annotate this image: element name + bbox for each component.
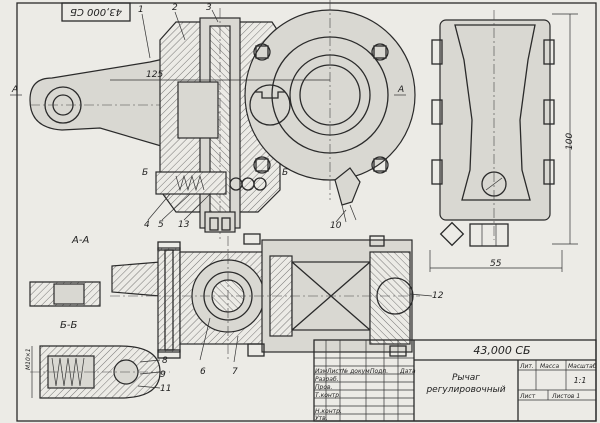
cut-label-A-right: А [397,85,404,95]
tb-col-lit: Лит. [519,363,534,370]
tb-role-norm: Н.контр. [315,408,342,415]
callout-11: 10 [330,221,342,231]
tb-name-line1: Рычаг [452,373,480,383]
cut-label-B-left: Б [142,168,148,178]
sheet-frame [16,2,597,422]
dim-m10: М10×1 [25,348,32,370]
bolt-hole [253,43,271,61]
tb-hdr-izm: Изм [315,368,328,375]
tb-role-dev: Разраб. [315,376,339,383]
dim-100: 100 [565,133,575,150]
tb-name-line2: регулировочный [425,385,505,395]
callouts-main: 1 2 3 4 5 13 10 [138,3,347,231]
tb-sheet: Лист [519,393,536,400]
lever-end-view [29,281,101,307]
tb-role-check: Пров. [315,384,333,391]
dim-55: 55 [490,259,502,269]
cut-label-B-right: Б [282,168,288,178]
callout-5: 5 [158,220,164,230]
title-block: Изм Лист № докум. Подп. Дата Разраб. Про… [313,339,597,422]
callout-4: 4 [144,220,150,230]
tb-role-tech: Т.контр. [315,392,341,399]
corner-stamp: 43,000 СБ [61,2,131,22]
tb-hdr-date: Дата [399,368,416,375]
callout-13: 13 [178,220,190,230]
callout-9: 8 [162,356,168,366]
tb-hdr-list: Лист [326,368,343,375]
callout-8: 12 [432,291,444,301]
callout-3: 3 [206,3,212,13]
dim-125: 125 [146,70,163,80]
callout-12: 11 [160,384,171,394]
side-view: 100 55 [429,10,578,272]
callout-6: 6 [200,367,206,377]
tb-role-appr: Утв. [315,415,328,422]
bolt-hole [253,156,271,174]
tb-col-scale: Масштаб [568,363,597,370]
tb-sheets: Листов 1 [551,393,580,400]
bolt-hole [371,43,389,61]
section-AA: А-А 12 6 7 [71,233,444,377]
section-AA-title: А-А [71,235,89,246]
callout-2: 2 [172,3,178,13]
cut-label-A-left: А [11,85,18,95]
section-BB-title: Б-Б [60,320,77,331]
tb-hdr-doc: № докум. [341,368,372,375]
main-view: А А Б Б 125 [10,0,416,240]
section-BB: Б-Б М10×1 8 9 11 [25,320,171,399]
tb-code: 43,000 СБ [473,344,530,357]
callout-1: 1 [138,5,144,15]
tb-col-mass: Масса [540,363,559,370]
tb-scale: 1:1 [574,376,587,385]
corner-stamp-code: 43,000 СБ [70,6,122,17]
bolt-hole [371,156,389,174]
callout-7: 7 [232,367,238,377]
tb-hdr-sign: Подп. [370,368,388,375]
callout-10: 9 [160,370,166,380]
